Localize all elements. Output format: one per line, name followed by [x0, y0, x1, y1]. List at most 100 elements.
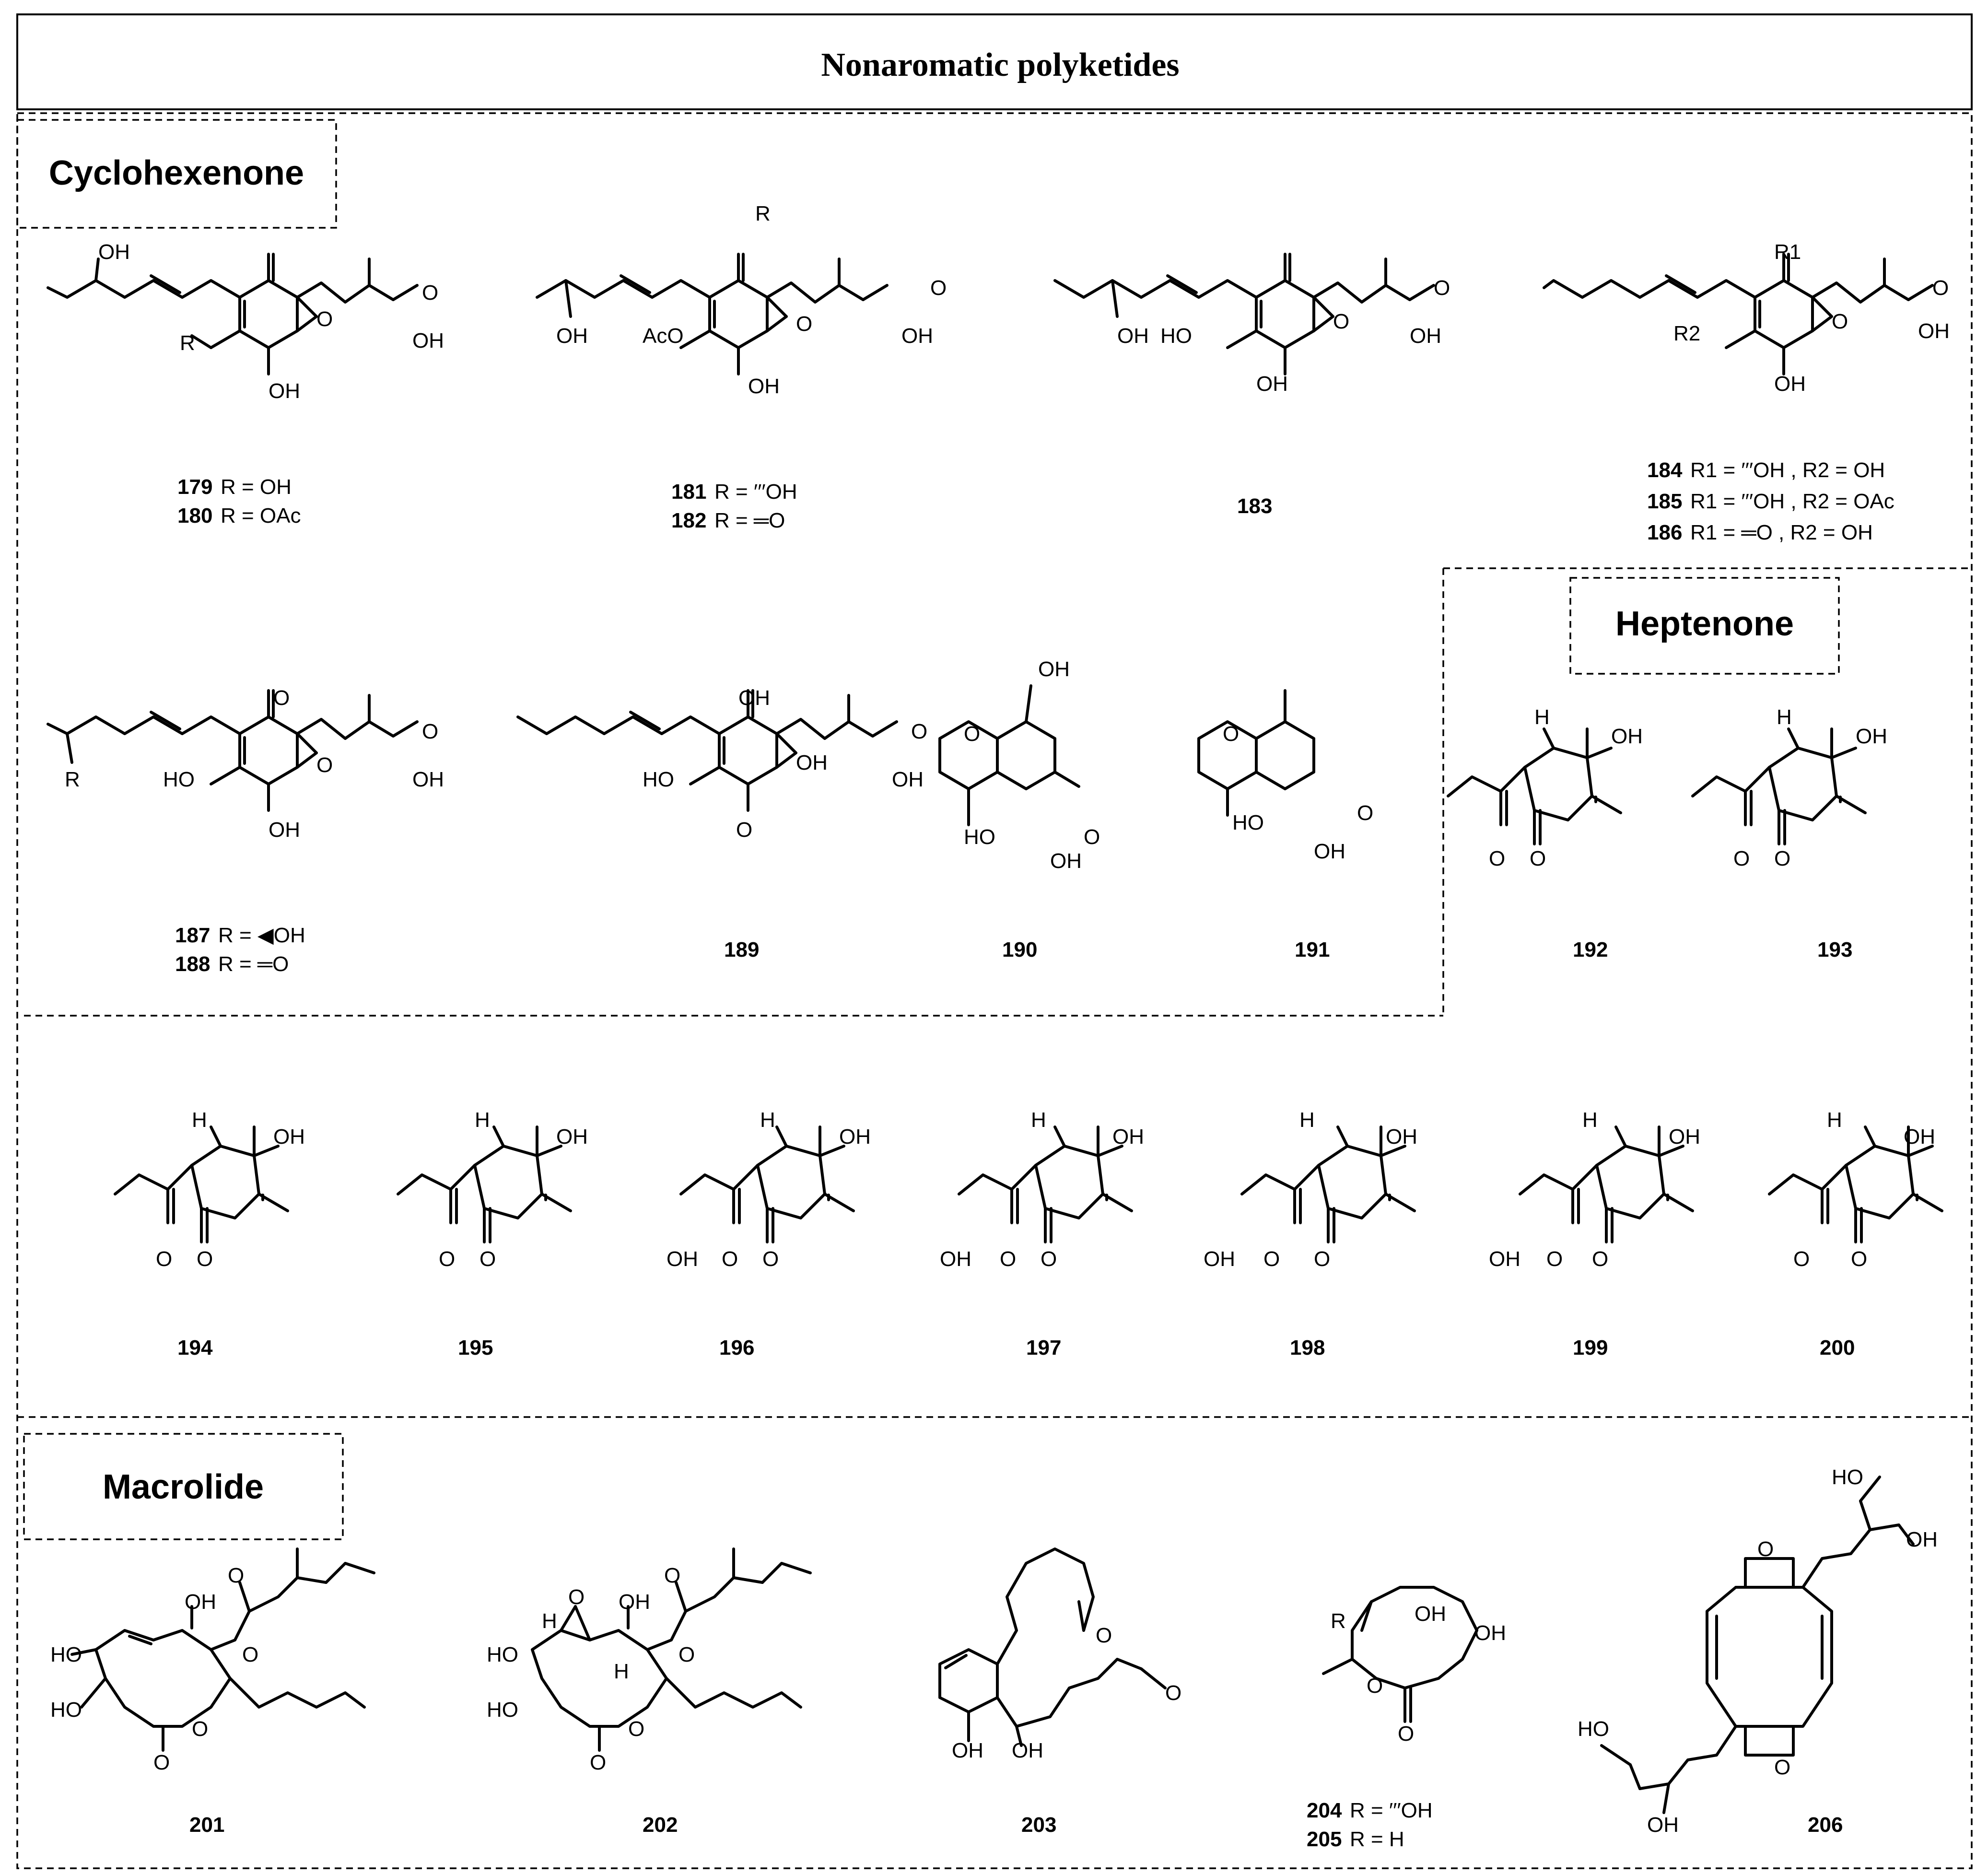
compound-legend: R1 = ′′′OH , R2 = OAc — [1690, 490, 1894, 513]
compound-id: 201 — [189, 1813, 224, 1837]
structure-187-188: R HO OH O O O OH — [47, 686, 444, 842]
atom-label: HO — [1832, 1465, 1863, 1489]
atom-label: H — [1534, 705, 1550, 729]
structure-199: H OH OH O O — [1489, 1108, 1700, 1271]
structure-197: H OH OH O O — [940, 1108, 1144, 1271]
atom-label: O — [664, 1564, 680, 1587]
compound-id: 185 — [1647, 490, 1682, 513]
atom-label: OH — [892, 768, 924, 791]
atom-label: O — [1489, 847, 1505, 870]
atom-label: O — [1084, 825, 1100, 849]
atom-label: OH — [1204, 1247, 1235, 1271]
atom-label: OH — [748, 375, 780, 398]
structure-193: H OH O O — [1693, 705, 1887, 870]
atom-label: R — [180, 331, 195, 355]
atom-label: OH — [98, 240, 130, 264]
structure-204-205: R OH OH O O — [1322, 1586, 1506, 1746]
compound-legend: R = ◀OH — [218, 924, 305, 947]
atom-label: OH — [1489, 1247, 1520, 1271]
atom-label: O — [316, 753, 333, 777]
compound-id: 199 — [1573, 1336, 1608, 1359]
atom-label: O — [1041, 1247, 1057, 1271]
atom-label: OH — [796, 751, 828, 774]
atom-label: OH — [412, 329, 444, 352]
atom-label: O — [153, 1751, 170, 1774]
atom-label: O — [1398, 1722, 1414, 1746]
atom-label: O — [736, 818, 752, 842]
atom-label: OH — [1647, 1813, 1679, 1837]
atom-label: OH — [273, 1125, 305, 1148]
atom-label: O — [1546, 1247, 1563, 1271]
atom-label: O — [439, 1247, 455, 1271]
compound-legend: R = ′′′OH — [1350, 1799, 1433, 1822]
atom-label: OH — [556, 1125, 588, 1148]
compound-id: 189 — [724, 938, 759, 961]
atom-label: OH — [556, 324, 588, 348]
atom-label: HO — [487, 1643, 518, 1666]
atom-label: OH — [1774, 372, 1806, 396]
atom-label: O — [422, 281, 438, 305]
atom-label: HO — [964, 825, 995, 849]
atom-label: R — [755, 202, 771, 225]
atom-label: O — [1757, 1537, 1774, 1561]
compound-id: 182 — [671, 509, 706, 532]
atom-label: OH — [901, 324, 933, 348]
compound-id: 197 — [1026, 1336, 1061, 1359]
atom-label: H — [542, 1609, 557, 1633]
atom-label: OH — [1474, 1621, 1506, 1645]
structure-184-186: R1 R2 OH O O OH — [1543, 240, 1950, 396]
atom-label: O — [1851, 1247, 1867, 1271]
compound-legend: R = OH — [221, 475, 292, 499]
atom-label: O — [1314, 1247, 1330, 1271]
compound-id: 195 — [458, 1336, 493, 1359]
compound-id: 204 — [1307, 1799, 1342, 1822]
cyclohexenone-label-box — [16, 119, 337, 229]
atom-label: O — [930, 276, 947, 300]
atom-label: O — [1592, 1247, 1608, 1271]
atom-label: R2 — [1673, 322, 1700, 345]
compound-id: 198 — [1290, 1336, 1325, 1359]
structure-198: H OH OH O O — [1204, 1108, 1417, 1271]
atom-label: O — [316, 307, 333, 331]
atom-label: H — [1299, 1108, 1315, 1132]
atom-label: H — [475, 1108, 490, 1132]
structure-206: O O HO OH HO OH — [1578, 1465, 1938, 1837]
atom-label: OH — [412, 768, 444, 791]
compound-id: 200 — [1820, 1336, 1855, 1359]
outer-frame — [16, 112, 1973, 1869]
atom-label: O — [1367, 1674, 1383, 1698]
title-box — [16, 13, 1973, 110]
compound-id: 206 — [1808, 1813, 1843, 1837]
atom-label: HO — [50, 1643, 82, 1666]
structure-202: HO HO H O OH H O O O O — [487, 1547, 812, 1774]
compound-legend: R = OAc — [221, 504, 301, 527]
atom-label: OH — [269, 818, 300, 842]
atom-label: O — [228, 1564, 244, 1587]
atom-label: OH — [940, 1247, 971, 1271]
compound-id: 205 — [1307, 1828, 1342, 1851]
macrolide-label: Macrolide — [103, 1468, 264, 1506]
atom-label: H — [1031, 1108, 1046, 1132]
structure-183: OH HO OH O O OH — [1053, 254, 1450, 396]
atom-label: R1 — [1774, 240, 1801, 264]
structure-200: H OH O O — [1769, 1108, 1942, 1271]
compound-id: 190 — [1002, 938, 1037, 961]
compound-id: 179 — [177, 475, 212, 499]
atom-label: O — [1263, 1247, 1280, 1271]
atom-label: O — [1357, 801, 1373, 825]
structure-196: H OH OH O O — [667, 1108, 871, 1271]
compound-legend: R = ═O — [218, 952, 289, 976]
atom-label: OH — [1314, 840, 1345, 863]
atom-label: O — [628, 1717, 644, 1741]
atom-label: OH — [1611, 725, 1643, 748]
structure-181-182: OH AcO R OH O O OH — [536, 202, 947, 398]
atom-label: OH — [1856, 725, 1887, 748]
compound-legend: R = ′′′OH — [714, 480, 797, 504]
figure-title: Nonaromatic polyketides — [821, 47, 1179, 83]
atom-label: O — [1434, 276, 1450, 300]
atom-label: O — [479, 1247, 496, 1271]
compound-id: 191 — [1295, 938, 1330, 961]
atom-label: OH — [952, 1739, 983, 1762]
compound-id: 184 — [1647, 458, 1683, 482]
